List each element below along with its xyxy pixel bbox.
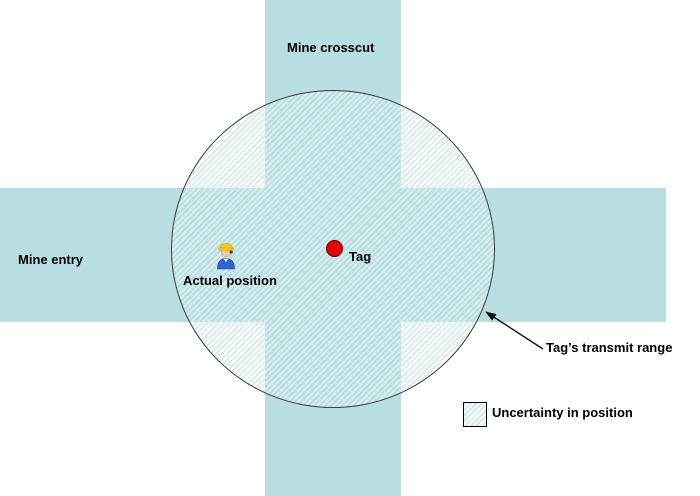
mine-entry-label: Mine entry [18,252,84,267]
mine-crosscut-label: Mine crosscut [287,40,375,55]
tag-dot-icon [326,240,343,257]
tag-label: Tag [349,249,372,264]
miner-worker-icon [217,243,235,270]
transmit-range-label: Tag’s transmit range [546,340,673,355]
legend-label: Uncertainty in position [492,405,633,420]
actual-position-label: Actual position [183,273,277,288]
hatched-square-icon [463,402,487,427]
